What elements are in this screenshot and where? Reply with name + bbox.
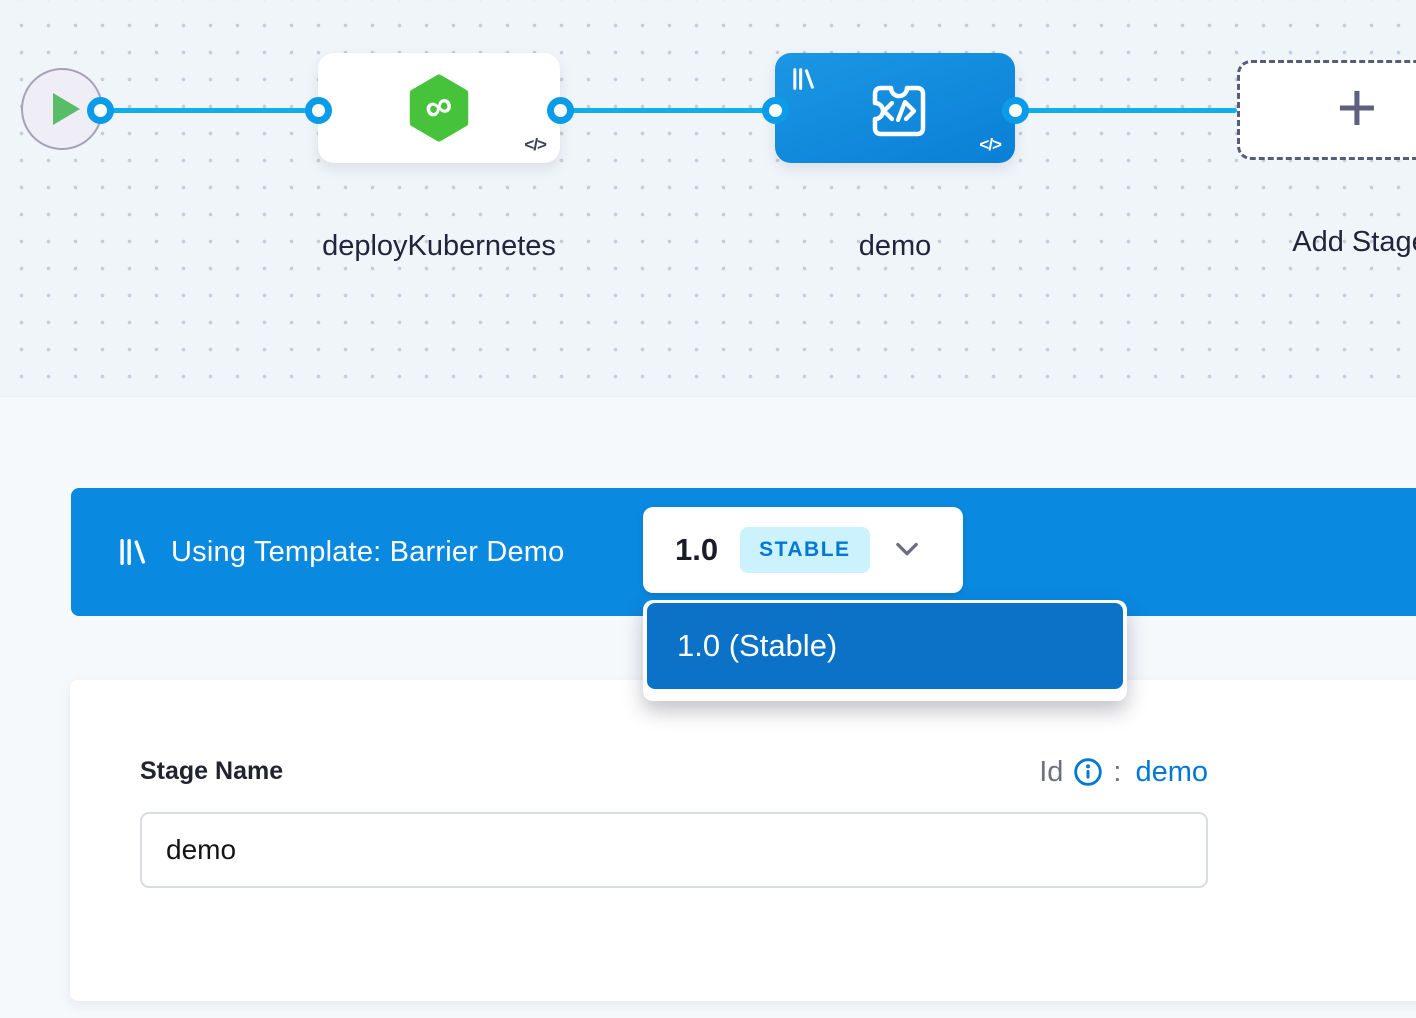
add-stage-label: Add Stage — [1292, 226, 1416, 258]
custom-stage-icon — [872, 85, 926, 137]
deploy-stage-icon: ∞ — [409, 74, 469, 142]
stable-badge: STABLE — [740, 527, 870, 573]
version-dropdown-menu: 1.0 (Stable) — [643, 600, 1127, 701]
template-icon — [120, 538, 146, 566]
chevron-down-icon — [895, 542, 918, 556]
stage-node-demo[interactable]: </> — [775, 53, 1015, 163]
code-icon[interactable]: </> — [524, 135, 547, 154]
info-icon[interactable] — [1073, 757, 1103, 787]
stage-name-input[interactable] — [140, 812, 1208, 888]
stage-name-label: Stage Name — [140, 757, 284, 785]
stage-node-deploy[interactable]: ∞ </> — [318, 53, 560, 163]
template-banner-text: Using Template: Barrier Demo — [171, 535, 565, 568]
pipeline-canvas[interactable]: ∞ </> </> + deployKubernetes demo Add St… — [0, 0, 1416, 397]
connector-dot[interactable] — [547, 97, 574, 124]
code-icon[interactable]: </> — [979, 135, 1002, 154]
stage-label: demo — [858, 230, 932, 262]
connector-dot[interactable] — [87, 97, 114, 124]
version-dropdown-item[interactable]: 1.0 (Stable) — [647, 603, 1123, 689]
version-number: 1.0 — [675, 532, 719, 567]
stage-id-value: demo — [1135, 755, 1208, 788]
template-icon — [793, 68, 814, 90]
stage-id-row: Id : demo — [940, 750, 1208, 794]
connector-dot[interactable] — [1002, 97, 1029, 124]
stage-label: deployKubernetes — [322, 230, 556, 262]
connector-dot[interactable] — [762, 97, 789, 124]
version-dropdown-item-label: 1.0 (Stable) — [677, 628, 838, 663]
add-stage-button[interactable]: + — [1237, 60, 1416, 160]
id-separator: : — [1113, 755, 1122, 788]
plus-icon: + — [1336, 68, 1378, 146]
pipeline-edge — [100, 108, 1237, 113]
play-icon — [52, 93, 80, 125]
connector-dot[interactable] — [305, 97, 332, 124]
template-version-dropdown-trigger[interactable]: 1.0 STABLE — [643, 507, 963, 593]
id-label: Id — [1039, 755, 1064, 788]
